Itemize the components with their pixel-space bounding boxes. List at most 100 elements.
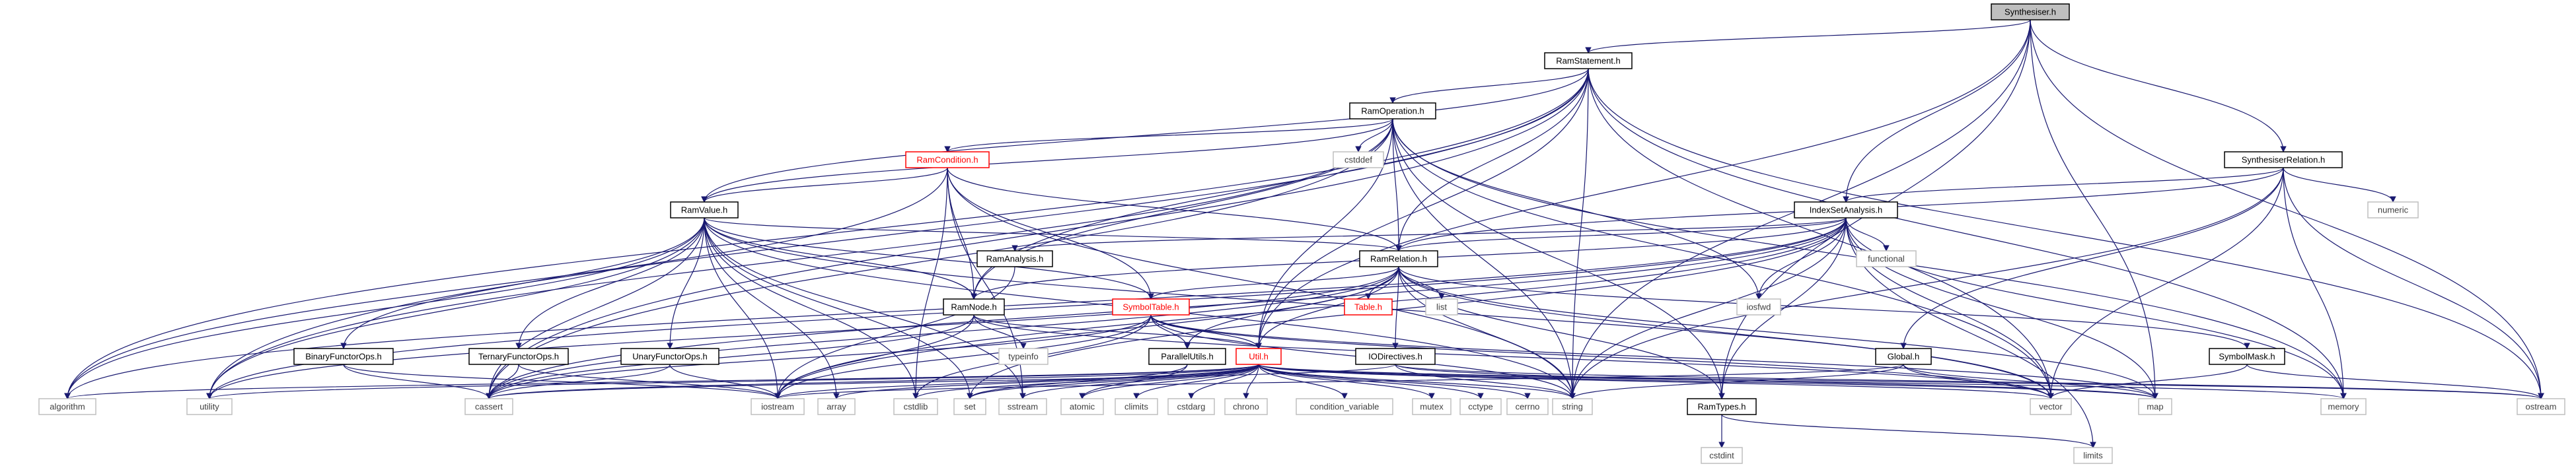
node-ramcondition-h[interactable]: RamCondition.h (905, 151, 990, 168)
node-iodirectives-h[interactable]: IODirectives.h (1355, 348, 1436, 365)
node-box (670, 201, 739, 218)
node-label: IndexSetAnalysis.h (1810, 205, 1883, 215)
node-box (38, 398, 96, 415)
node-label: cctype (1468, 402, 1493, 412)
edge-parallelutils_h-to-set (967, 364, 1188, 399)
edge-util_h-to-string (1258, 364, 1576, 399)
node-binaryfunctorops-h[interactable]: BinaryFunctorOps.h (293, 348, 394, 365)
edge-ramoperation_h-to-ramnode_h (971, 118, 1393, 300)
edge-ramrelation_h-to-symboltable_h (1148, 266, 1399, 300)
node-label: cerrno (1516, 402, 1540, 412)
edge-util_h-to-cstdlib (912, 364, 1259, 399)
edge-symboltable_h-to-map (1150, 314, 2158, 399)
node-label: RamOperation.h (1361, 106, 1424, 116)
node-box (2367, 201, 2419, 218)
node-label: functional (1868, 254, 1905, 264)
node-synthesiserrelation-h[interactable]: SynthesiserRelation.h (2224, 151, 2343, 168)
edge-util_h-to-cctype (1258, 364, 1484, 399)
node-symboltable-h[interactable]: SymbolTable.h (1112, 298, 1190, 316)
edge-ramnode_h-to-util_h (973, 314, 1262, 349)
node-label: set (964, 402, 976, 412)
node-atomic: atomic (1060, 398, 1104, 415)
node-label: Global.h (1888, 352, 1919, 362)
node-ramanalysis-h[interactable]: RamAnalysis.h (976, 250, 1053, 267)
edge-ramcondition_h-to-ramvalue_h (701, 167, 948, 203)
edge-ramrelation_h-to-string (1398, 266, 1576, 399)
node-label: iostream (761, 402, 794, 412)
node-util-h[interactable]: Util.h (1235, 348, 1282, 365)
node-algorithm: algorithm (38, 398, 96, 415)
node-label: RamCondition.h (916, 155, 978, 165)
node-ternaryfunctorops-h[interactable]: TernaryFunctorOps.h (468, 348, 569, 365)
edge-ramrelation_h-to-utility (206, 266, 1399, 399)
node-parallelutils-h[interactable]: ParallelUtils.h (1148, 348, 1226, 365)
node-box (2320, 398, 2367, 415)
node-box (2209, 348, 2285, 365)
node-box (1506, 398, 1549, 415)
edge-ramoperation_h-to-util_h (1255, 118, 1393, 349)
edge-ramvalue_h-to-array (704, 217, 840, 399)
node-ramnode-h[interactable]: RamNode.h (943, 298, 1005, 316)
edge-ramstatement_h-to-util_h (1255, 68, 1589, 349)
node-box (293, 348, 394, 365)
node-label: chrono (1233, 402, 1259, 412)
node-ramvalue-h[interactable]: RamValue.h (670, 201, 739, 218)
node-box (2073, 447, 2113, 464)
node-map: map (2138, 398, 2172, 415)
node-string: string (1552, 398, 1593, 415)
node-vector: vector (2030, 398, 2072, 415)
edge-ramvalue_h-to-iostream (704, 217, 781, 399)
node-indexsetanalysis-h[interactable]: IndexSetAnalysis.h (1794, 201, 1898, 218)
edge-iodirectives_h-to-string (1395, 364, 1576, 399)
node-ramtypes-h[interactable]: RamTypes.h (1687, 398, 1757, 415)
node-label: memory (2328, 402, 2359, 412)
node-global-h[interactable]: Global.h (1875, 348, 1932, 365)
node-numeric: numeric (2367, 201, 2419, 218)
edge-ramvalue_h-to-set (704, 217, 973, 399)
node-box (1459, 398, 1502, 415)
edge-ramvalue_h-to-sstream (704, 217, 1026, 399)
node-symbolmask-h[interactable]: SymbolMask.h (2209, 348, 2285, 365)
node-box (1224, 398, 1268, 415)
edge-util_h-to-climits (1133, 364, 1259, 399)
edge-ramoperation_h-to-vector (1392, 118, 2054, 399)
node-ramstatement-h[interactable]: RamStatement.h (1544, 52, 1633, 69)
node-box (620, 348, 719, 365)
node-box (1794, 201, 1898, 218)
node-box (1344, 298, 1393, 316)
node-box (1544, 52, 1633, 69)
edge-ternaryfunctorops_h-to-iostream (518, 364, 781, 399)
edge-iodirectives_h-to-map (1395, 364, 2158, 399)
node-label: cassert (475, 402, 503, 412)
node-synthesiser-h[interactable]: Synthesiser.h (1991, 3, 2070, 20)
edge-util_h-to-cassert (486, 364, 1259, 399)
edge-util_h-to-map (1258, 364, 2158, 399)
edge-ramoperation_h-to-utility (206, 118, 1393, 399)
edge-ramcondition_h-to-ramnode_h (947, 167, 977, 300)
node-label: mutex (1420, 402, 1444, 412)
edge-ramoperation_h-to-ramvalue_h (701, 118, 1393, 203)
edge-util_h-to-cstdarg (1188, 364, 1259, 399)
edge-util_h-to-iostream (774, 364, 1259, 399)
edge-ramoperation_h-to-ramrelation_h (1392, 118, 1402, 251)
edge-iodirectives_h-to-cassert (486, 364, 1396, 399)
node-box (751, 398, 805, 415)
edge-ramstatement_h-to-algorithm (64, 68, 1589, 399)
node-unaryfunctorops-h[interactable]: UnaryFunctorOps.h (620, 348, 719, 365)
node-ramoperation-h[interactable]: RamOperation.h (1349, 102, 1436, 119)
edge-ramrelation_h-to-iostream (774, 266, 1399, 399)
edge-ramrelation_h-to-iodirectives_h (1392, 266, 1399, 349)
node-box (953, 398, 986, 415)
node-label: ostream (2526, 402, 2557, 412)
node-box (1991, 3, 2070, 20)
node-ramrelation-h[interactable]: RamRelation.h (1359, 250, 1438, 267)
edge-util_h-to-set (967, 364, 1259, 399)
node-iostream: iostream (751, 398, 805, 415)
node-box (893, 398, 938, 415)
edge-symboltable_h-to-cassert (486, 314, 1152, 399)
node-label: RamAnalysis.h (986, 254, 1044, 264)
node-label: cstddef (1344, 155, 1372, 165)
edge-ramoperation_h-to-cstddef (1355, 118, 1393, 152)
node-box (1296, 398, 1393, 415)
node-table-h[interactable]: Table.h (1344, 298, 1393, 316)
